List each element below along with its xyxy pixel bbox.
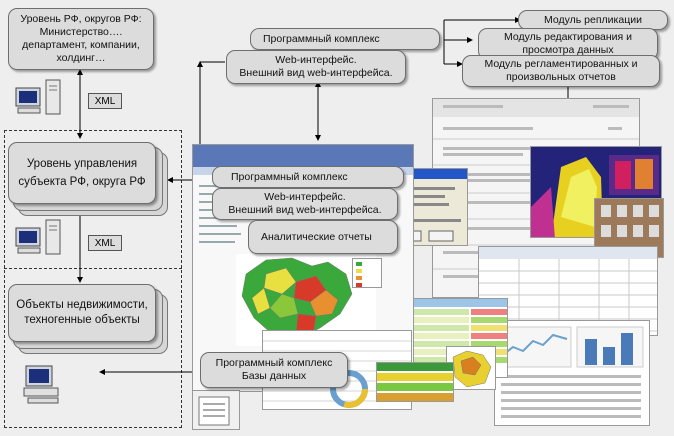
database-doc-icon	[192, 390, 240, 430]
frame-divider	[4, 268, 182, 269]
objects-line2: техногенные объекты	[24, 314, 140, 326]
workstation-icon-bottom	[22, 364, 92, 404]
subject-level-line2: субъекта РФ, округа РФ	[18, 176, 146, 188]
rf-level-box: Уровень РФ, округов РФ: Министерство…. д…	[8, 8, 154, 70]
map-legend	[352, 258, 382, 288]
workstation-icon-mid	[14, 218, 74, 258]
top-program-complex: Программный комплекс	[250, 28, 440, 50]
mid-analytic-reports: Аналитические отчеты	[248, 220, 398, 254]
subject-level-line1: Уровень управления	[26, 158, 138, 170]
heatmap-screenshot	[376, 362, 454, 402]
workstation-icon-top	[14, 78, 74, 118]
top-web-interface: Web-интерфейс. Внешний вид web-интерфейс…	[226, 50, 406, 84]
module-replication: Модуль репликации	[518, 10, 668, 30]
mid-web-interface: Web-интерфейс. Внешний вид web-интерфейс…	[212, 188, 398, 220]
mid-program-complex: Программный комплекс	[212, 166, 404, 188]
module-edit: Модуль редактирования и просмотра данных	[478, 28, 658, 60]
subject-level-frame	[4, 130, 182, 428]
bottom-program-complex-db: Программный комплекс Базы данных	[200, 352, 348, 388]
module-reports: Модуль регламентированных и произвольных…	[462, 55, 660, 87]
xml-label-bottom: XML	[88, 235, 122, 251]
small-map-screenshot	[446, 346, 496, 390]
subject-level-box: Уровень управления субъекта РФ, округа Р…	[8, 142, 156, 204]
objects-line1: Объекты недвижимости,	[16, 299, 148, 311]
chart-screenshot	[494, 320, 650, 426]
xml-label-top: XML	[88, 93, 122, 109]
objects-box: Объекты недвижимости, техногенные объект…	[8, 284, 156, 342]
